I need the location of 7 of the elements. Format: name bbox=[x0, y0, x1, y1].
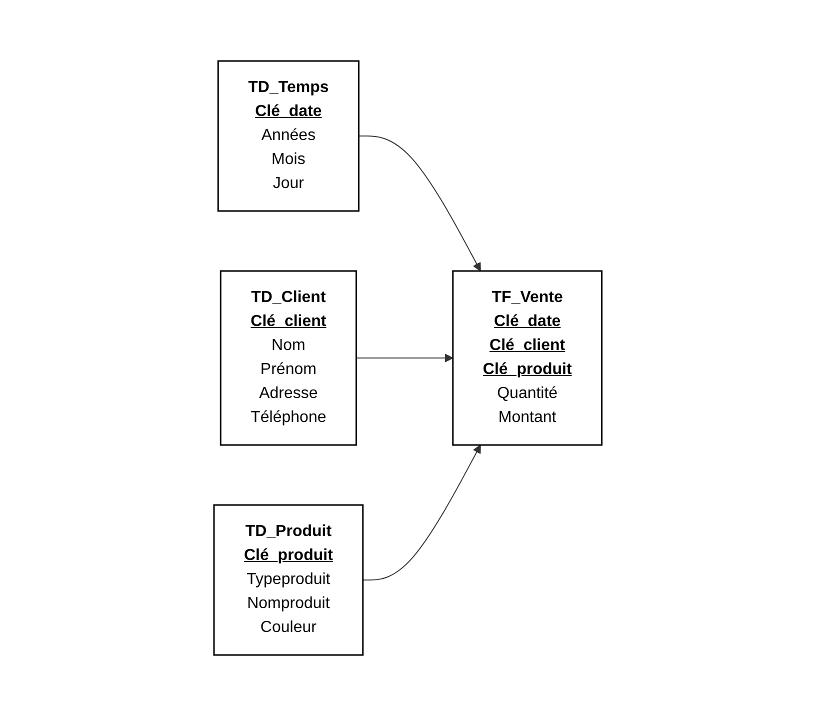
arrow bbox=[358, 135, 482, 271]
arrow bbox=[356, 353, 454, 362]
node-box: TF_Vente Clé_date Clé_client Clé_produit Quantité Montant bbox=[452, 270, 603, 446]
node-box: TD_Temps Clé_date Années Mois Jour bbox=[218, 60, 360, 212]
arrow bbox=[362, 444, 482, 580]
node-box: TD_Client Clé_client Nom Prénom Adresse Téléphone bbox=[220, 270, 358, 446]
node-box: TD_Produit Clé_produit Typeproduit Nomproduit Couleur bbox=[213, 504, 364, 656]
